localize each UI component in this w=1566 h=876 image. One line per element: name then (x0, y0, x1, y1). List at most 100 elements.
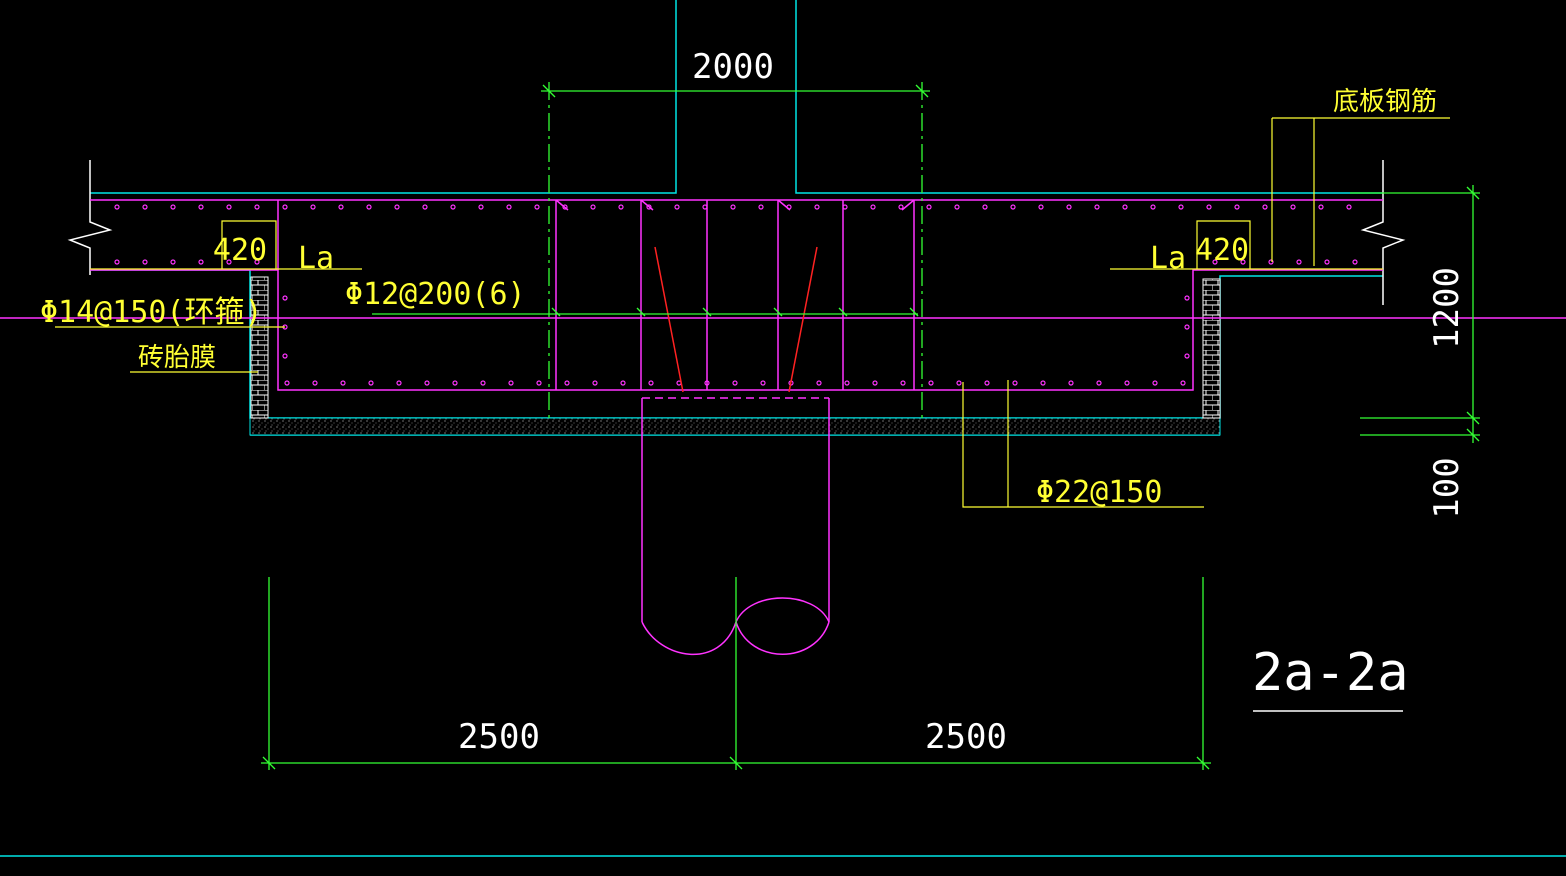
rebar-dot (816, 380, 822, 386)
rebar-dot (198, 204, 204, 210)
rebar-dot (674, 204, 680, 210)
rebar-dot (338, 204, 344, 210)
rebar-dot (872, 380, 878, 386)
rebar-dot (310, 204, 316, 210)
rebar-dot (982, 204, 988, 210)
rebar-dot (564, 380, 570, 386)
rebar-dot (170, 204, 176, 210)
rebar-dot (956, 380, 962, 386)
rebar-dot (1184, 295, 1190, 301)
rebar-dot (142, 259, 148, 265)
rebar-dot (394, 204, 400, 210)
rebar-dot (758, 204, 764, 210)
rebar-dot (536, 380, 542, 386)
rebar-dot (478, 204, 484, 210)
rebar-dot (506, 204, 512, 210)
rebar-dot (1010, 204, 1016, 210)
pile-anchor-bars (654, 246, 818, 393)
rebar-dot (142, 204, 148, 210)
rebar-dot (226, 259, 232, 265)
cushion-layer (249, 417, 1221, 436)
rebar-dot (562, 204, 568, 210)
rebar-dot (1180, 380, 1186, 386)
rebar-dot (926, 204, 932, 210)
rebar-dot (760, 380, 766, 386)
dim-right-offset: 420 (1195, 233, 1249, 268)
rebar-dot (648, 380, 654, 386)
rebar-dot (396, 380, 402, 386)
rebar-dot (786, 204, 792, 210)
rebar-dot (450, 204, 456, 210)
rebar-dot (844, 380, 850, 386)
rebar-dot (282, 295, 288, 301)
rebar-dot (312, 380, 318, 386)
rebar-dot (1352, 259, 1358, 265)
rebar-dot (870, 204, 876, 210)
rebar-dot (1150, 204, 1156, 210)
rebar-dot (254, 259, 260, 265)
rebar-cage (0, 199, 1566, 656)
rebar-dot (114, 259, 120, 265)
rebar-dot (1234, 204, 1240, 210)
rebar-dot (702, 204, 708, 210)
brick-formwork-left (250, 276, 269, 419)
rebar-dot (984, 380, 990, 386)
label-la-right: La (1150, 241, 1186, 276)
rebar-dot (1012, 380, 1018, 386)
rebar-dot (340, 380, 346, 386)
rebar-dot (226, 204, 232, 210)
break-lines (67, 160, 1406, 305)
section-title: 2a-2a (1252, 643, 1409, 703)
dim-right-width: 2500 (925, 717, 1007, 757)
leader-lines (55, 117, 1450, 508)
rebar-dot (1122, 204, 1128, 210)
rebar-dot (590, 204, 596, 210)
rebar-dot (1262, 204, 1268, 210)
rebar-dot (1240, 259, 1246, 265)
rebar-dot (898, 204, 904, 210)
rebar-dot (1212, 259, 1218, 265)
rebar-dot (508, 380, 514, 386)
rebar-dot (284, 380, 290, 386)
rebar-dot (592, 380, 598, 386)
rebar-dot (1296, 259, 1302, 265)
rebar-dot (842, 204, 848, 210)
rebar-dot (534, 204, 540, 210)
rebar-dots (114, 204, 1358, 386)
label-la-left: La (298, 241, 334, 276)
rebar-dot (1290, 204, 1296, 210)
rebar-dot (1040, 380, 1046, 386)
label-brick-formwork: 砖胎膜 (138, 343, 216, 373)
rebar-dot (732, 380, 738, 386)
rebar-dot (814, 204, 820, 210)
rebar-dot (1096, 380, 1102, 386)
rebar-dot (1184, 324, 1190, 330)
rebar-dot (1184, 353, 1190, 359)
label-bottom-plate-rebar: 底板钢筋 (1333, 87, 1437, 117)
dimension-lines (261, 82, 1480, 770)
rebar-dot (954, 204, 960, 210)
rebar-dot (282, 204, 288, 210)
rebar-dot (282, 353, 288, 359)
rebar-dot (730, 204, 736, 210)
rebar-dot (170, 259, 176, 265)
rebar-dot (1152, 380, 1158, 386)
dim-left-offset: 420 (213, 233, 267, 268)
rebar-dot (1346, 204, 1352, 210)
rebar-dot (422, 204, 428, 210)
dim-depth: 1200 (1427, 267, 1467, 349)
label-stirrup-rebar: Φ12@200(6) (345, 277, 526, 312)
label-bottom-rebar: Φ22@150 (1036, 475, 1162, 510)
rebar-dot (620, 380, 626, 386)
rebar-dot (704, 380, 710, 386)
rebar-dot (198, 259, 204, 265)
dim-left-width: 2500 (458, 717, 540, 757)
rebar-dot (1178, 204, 1184, 210)
rebar-dot (1318, 204, 1324, 210)
rebar-dot (480, 380, 486, 386)
rebar-dot (1038, 204, 1044, 210)
rebar-dot (114, 204, 120, 210)
rebar-dot (424, 380, 430, 386)
rebar-dot (1324, 259, 1330, 265)
rebar-dot (254, 204, 260, 210)
